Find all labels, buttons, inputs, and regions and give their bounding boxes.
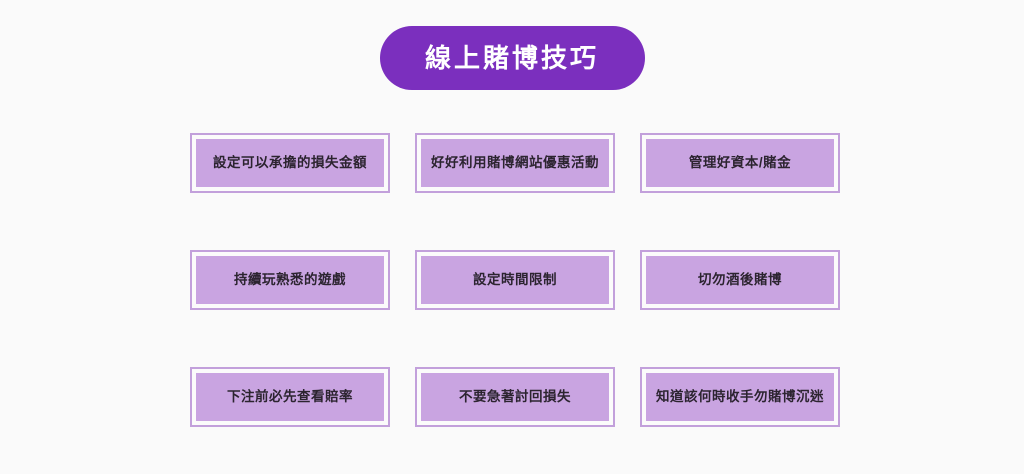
tip-box-3: 管理好資本/賭金 (640, 133, 840, 193)
tip-box-4: 持續玩熟悉的遊戲 (190, 250, 390, 310)
tip-label-9: 知道該何時收手勿賭博沉迷 (656, 388, 824, 404)
tip-label-2: 好好利用賭博網站優惠活動 (431, 154, 599, 170)
tip-box-7: 下注前必先查看賠率 (190, 367, 390, 427)
tips-grid: 設定可以承擔的損失金額 好好利用賭博網站優惠活動 管理好資本/賭金 持續玩熟悉的… (190, 133, 840, 427)
title-pill: 線上賭博技巧 (379, 26, 645, 90)
tip-box-9: 知道該何時收手勿賭博沉迷 (640, 367, 840, 427)
tip-label-6: 切勿酒後賭博 (698, 271, 782, 287)
tip-label-5: 設定時間限制 (473, 271, 557, 287)
tip-label-8: 不要急著討回損失 (459, 388, 571, 404)
tip-box-6: 切勿酒後賭博 (640, 250, 840, 310)
tip-label-3: 管理好資本/賭金 (688, 154, 792, 170)
tip-label-4: 持續玩熟悉的遊戲 (234, 271, 346, 287)
tip-box-8: 不要急著討回損失 (415, 367, 615, 427)
title-container: 線上賭博技巧 (0, 26, 1024, 90)
page-title: 線上賭博技巧 (424, 43, 599, 73)
tip-label-7: 下注前必先查看賠率 (227, 388, 353, 404)
tip-box-2: 好好利用賭博網站優惠活動 (415, 133, 615, 193)
tip-label-1: 設定可以承擔的損失金額 (213, 154, 367, 170)
tip-box-1: 設定可以承擔的損失金額 (190, 133, 390, 193)
tip-box-5: 設定時間限制 (415, 250, 615, 310)
